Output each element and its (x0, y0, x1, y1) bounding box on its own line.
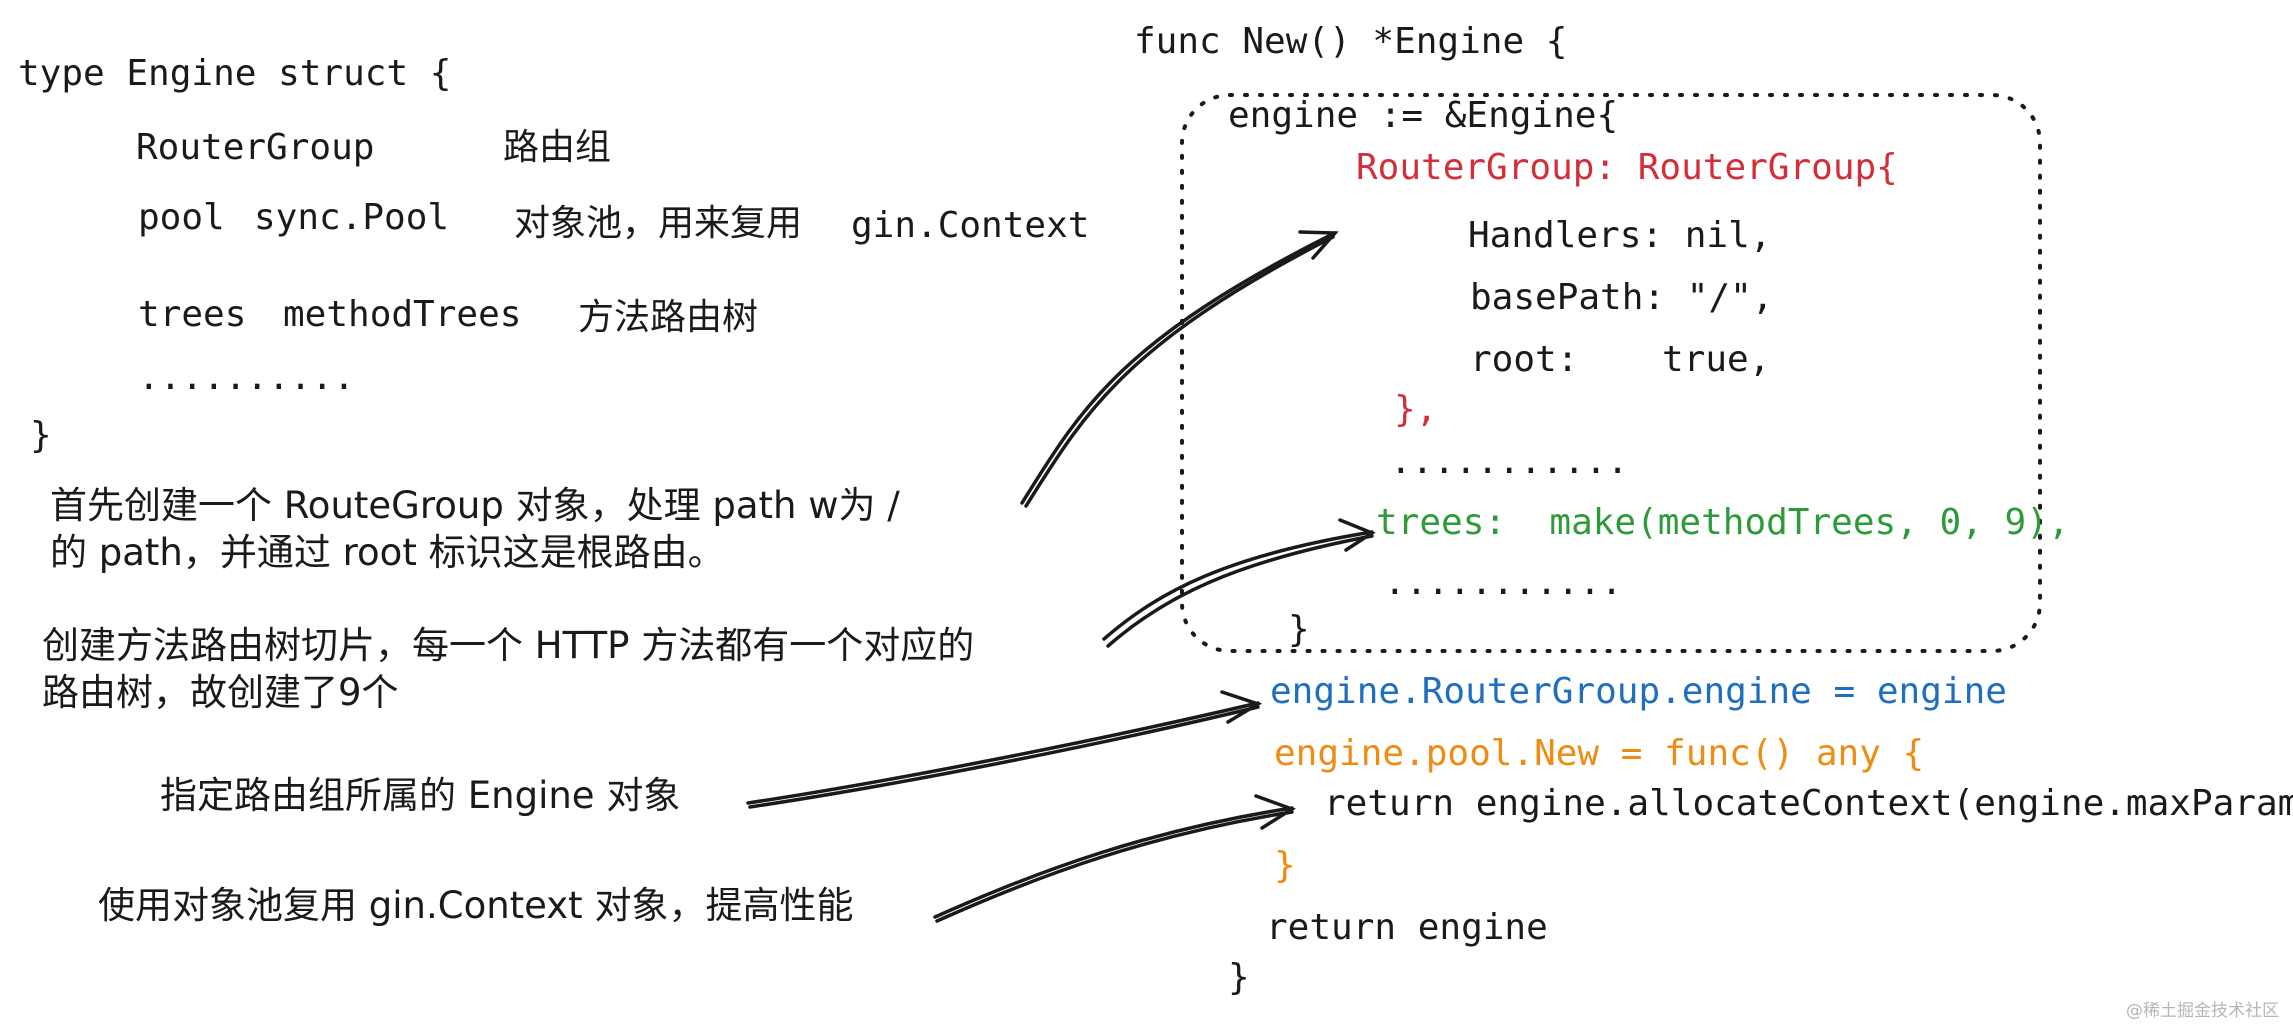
note-engine-assign: 指定路由组所属的 Engine 对象 (160, 774, 681, 817)
arrow-routergroup (1020, 230, 1339, 508)
arrow-pool (933, 794, 1296, 923)
struct-ellipsis: .......... (138, 357, 355, 398)
field-pool-type: sync.Pool (254, 197, 450, 238)
engine-routergroup-assign: engine.RouterGroup.engine = engine (1270, 671, 2007, 712)
arrow-trees (1102, 518, 1376, 648)
return-allocate-context: return engine.allocateContext(engine.max… (1324, 783, 2293, 824)
field-trees-desc: 方法路由树 (578, 297, 759, 338)
watermark: @稀土掘金技术社区 (2126, 1001, 2279, 1021)
ellipsis-1: ........... (1390, 441, 1629, 482)
func-header: func New() *Engine { (1134, 21, 1568, 62)
ellipsis-2: ........... (1384, 562, 1623, 603)
field-pool-name: pool (138, 197, 225, 238)
note-routergroup: 首先创建一个 RouteGroup 对象，处理 path w为 / 的 path… (50, 484, 900, 575)
field-trees-type: methodTrees (283, 294, 522, 335)
field-routergroup-name: RouterGroup (136, 127, 375, 168)
arrow-engine-assign (746, 690, 1263, 809)
handlers-line: Handlers: nil, (1468, 215, 1772, 256)
struct-close: } (30, 415, 52, 456)
engine-literal-box (1180, 93, 2042, 653)
func-close: } (1228, 957, 1250, 998)
struct-header: type Engine struct { (18, 53, 452, 94)
field-pool-desc: 对象池，用来复用 (514, 203, 803, 244)
note-pool: 使用对象池复用 gin.Context 对象，提高性能 (98, 884, 854, 927)
pool-new-close: } (1274, 845, 1296, 886)
routergroup-open: RouterGroup: RouterGroup{ (1356, 147, 1898, 188)
trees-line: trees: make(methodTrees, 0, 9), (1376, 502, 2070, 543)
field-routergroup-desc: 路由组 (503, 127, 612, 168)
pool-new-line: engine.pool.New = func() any { (1274, 733, 1925, 774)
engine-assign: engine := &Engine{ (1228, 95, 1619, 136)
note-trees: 创建方法路由树切片，每一个 HTTP 方法都有一个对应的 路由树，故创建了9个 (42, 624, 975, 715)
root-key: root: (1470, 339, 1579, 380)
return-engine: return engine (1266, 907, 1548, 948)
root-value: true, (1662, 339, 1771, 380)
field-trees-name: trees (138, 294, 247, 335)
engine-close: } (1288, 609, 1310, 650)
basepath-line: basePath: "/", (1470, 277, 1774, 318)
field-pool-desc-code: gin.Context (851, 205, 1090, 246)
routergroup-close: }, (1394, 389, 1438, 430)
